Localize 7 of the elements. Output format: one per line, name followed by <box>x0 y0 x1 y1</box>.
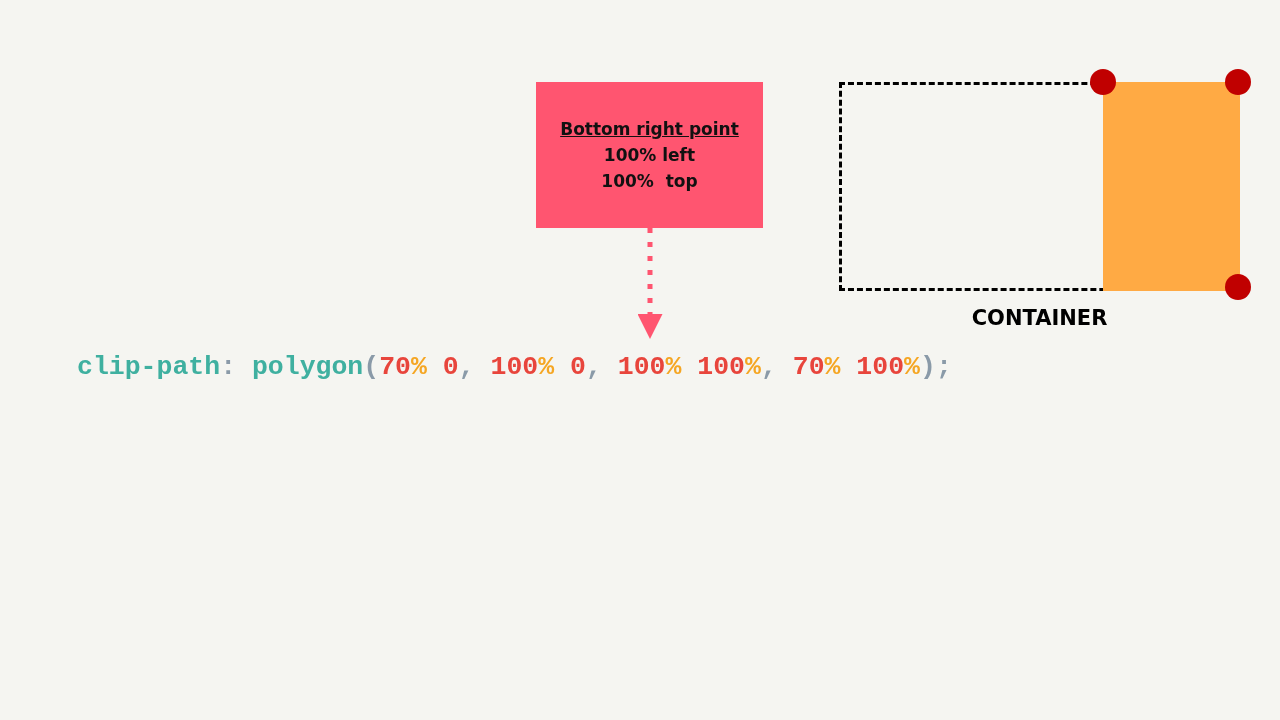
container-label: CONTAINER <box>970 306 1109 330</box>
dotted-arrow <box>637 228 663 339</box>
callout-text: 100% left 100% top <box>600 144 699 193</box>
code-line: clip-path: polygon(70% 0, 100% 0, 100% 100%, 70% 100%); <box>77 351 952 384</box>
callout-box <box>536 82 763 228</box>
clipped-region <box>1103 82 1240 291</box>
callout-heading: Bottom right point <box>560 118 739 141</box>
